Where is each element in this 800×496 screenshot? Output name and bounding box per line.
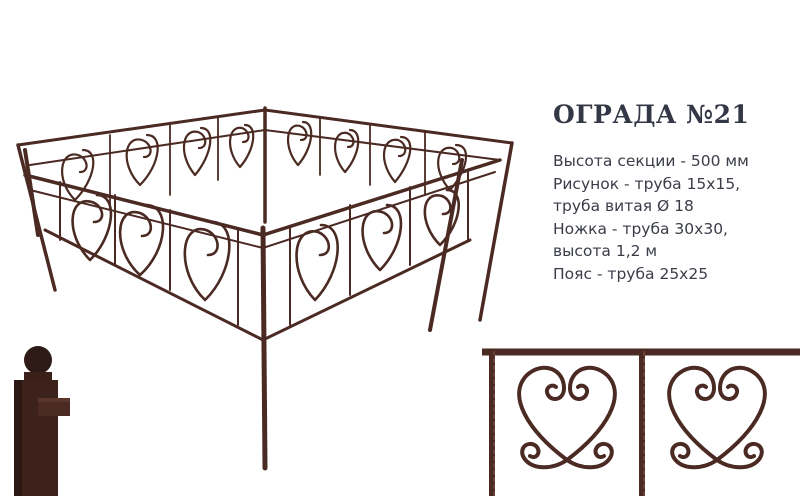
spec-line: Ножка - труба 30х30,: [553, 219, 728, 238]
spec-line: Высота секции - 500 мм: [553, 152, 749, 170]
product-specs: Высота секции - 500 мм Рисунок - труба 1…: [553, 150, 749, 286]
fence-illustration: [16, 106, 514, 471]
post-closeup-image: [14, 346, 70, 496]
panel-closeup-image: [482, 348, 800, 496]
spec-line: Пояс - труба 25х25: [553, 264, 709, 283]
spec-line: Рисунок - труба 15х15,: [553, 174, 741, 193]
product-title: ОГРАДА №21: [553, 100, 750, 129]
spec-line: высота 1,2 м: [553, 242, 658, 261]
spec-line: труба витая Ø 18: [553, 197, 694, 216]
